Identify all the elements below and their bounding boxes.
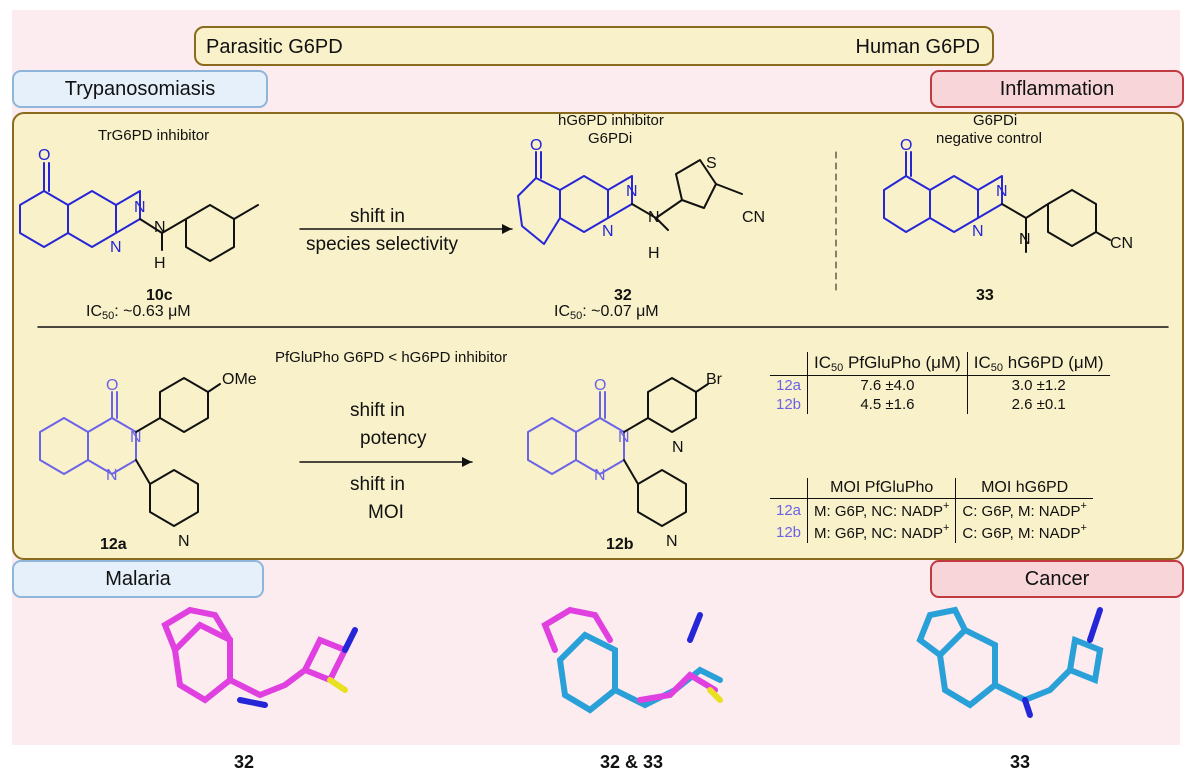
atom-cn-32: CN [742, 209, 765, 226]
atom-n-33: N [1019, 231, 1031, 248]
pf-moi: M: G6P, NC: NADP+ [807, 521, 956, 543]
h-moi: C: G6P, M: NADP+ [955, 521, 1093, 543]
g6pd-header-banner: Parasitic G6PD Human G6PD [194, 26, 994, 66]
h-moi: C: G6P, M: NADP+ [955, 498, 1093, 521]
row-id: 12b [776, 523, 802, 541]
inflammation-tag: Inflammation [930, 70, 1184, 108]
stick-model-32 [161, 606, 358, 708]
pf-value: 4.5 ±1.6 [807, 395, 968, 414]
atom-n2-33: N [972, 223, 984, 240]
malaria-tag: Malaria [12, 560, 264, 598]
structure-12a [39, 377, 221, 527]
atom-o-12b: O [594, 377, 606, 394]
ic50-table: IC50 PfGluPho (μM) IC50 hG6PD (μM) 12a 7… [770, 352, 1110, 414]
stick-label-32: 32 [234, 752, 255, 772]
atom-n1-33: N [996, 183, 1008, 200]
bottom-section-title: PfGluPho G6PD < hG6PD inhibitor [275, 349, 508, 366]
g6pdi-control-caption: G6PDi [973, 112, 1018, 129]
row-id: 12a [776, 377, 802, 394]
h-value: 3.0 ±1.2 [966, 375, 1110, 395]
atom-n2-10c: N [110, 239, 122, 256]
table-row: 12a 7.6 ±4.0 3.0 ±1.2 [770, 375, 1110, 395]
atom-nh-n-10c: N [154, 219, 166, 236]
row-id: 12b [776, 396, 802, 413]
compound-12a-label: 12a [100, 536, 127, 553]
pf-value: 7.6 ±4.0 [807, 375, 968, 395]
atom-n1-12b: N [594, 467, 606, 484]
arrow-label-species-selectivity: species selectivity [306, 234, 459, 255]
atom-nh-h-32: H [648, 245, 660, 262]
moi-header-hg6pd: MOI hG6PD [955, 478, 1093, 499]
compound-10c-label: 10c [146, 287, 173, 304]
pf-moi: M: G6P, NC: NADP+ [807, 498, 956, 521]
atom-n3-12a: N [130, 429, 142, 446]
arrow-label-moi: MOI [368, 502, 404, 523]
human-g6pd-label: Human G6PD [855, 36, 981, 58]
atom-ome-12a: OMe [222, 371, 257, 388]
atom-o-10c: O [38, 147, 50, 164]
atom-o-32: O [530, 137, 542, 154]
table-row: 12b M: G6P, NC: NADP+ C: G6P, M: NADP+ [770, 521, 1093, 543]
structure-33 [883, 151, 1111, 253]
stick-model-32-33 [541, 606, 723, 714]
atom-npy-12b: N [666, 533, 678, 550]
table-row: 12a M: G6P, NC: NADP+ C: G6P, M: NADP+ [770, 498, 1093, 521]
trg6pd-inhibitor-caption: TrG6PD inhibitor [98, 127, 210, 144]
atom-n3-12b: N [618, 429, 630, 446]
row-id: 12a [776, 501, 802, 519]
atom-s-32: S [706, 155, 717, 172]
atom-n2-32: N [602, 223, 614, 240]
stick-label-33: 33 [1010, 752, 1031, 772]
arrow-head-2 [462, 457, 472, 467]
ic50-header-pfglupho: IC50 PfGluPho (μM) [807, 352, 968, 376]
moi-table: MOI PfGluPho MOI hG6PD 12a M: G6P, NC: N… [770, 478, 1093, 543]
atom-o-12a: O [106, 377, 118, 394]
atom-nh-n-32: N [648, 209, 660, 226]
atom-n1-32: N [626, 183, 638, 200]
trypanosomiasis-tag: Trypanosomiasis [12, 70, 268, 108]
ic50-header-hg6pd: IC50 hG6PD (μM) [966, 352, 1110, 376]
g6pdi-caption: G6PDi [588, 130, 633, 147]
hg6pd-inhibitor-caption: hG6PD inhibitor [558, 112, 664, 129]
structure-10c [19, 162, 259, 262]
cancer-tag: Cancer [930, 560, 1184, 598]
atom-cn-33: CN [1110, 235, 1133, 252]
arrow-head-1 [502, 224, 512, 234]
atom-npy-12a: N [178, 533, 190, 550]
arrow-label-potency: potency [360, 428, 427, 449]
arrow-label-shift-in: shift in [350, 206, 405, 227]
negative-control-caption: negative control [936, 130, 1042, 147]
compound-32-ic50: IC50: ~0.07 μM [554, 303, 659, 322]
atom-o-33: O [900, 137, 912, 154]
structure-12b [527, 377, 709, 527]
structure-32 [517, 151, 743, 245]
atom-br-12b: Br [706, 371, 723, 388]
stick-model-33 [916, 606, 1104, 718]
table-row: 12b 4.5 ±1.6 2.6 ±0.1 [770, 395, 1110, 414]
parasitic-g6pd-label: Parasitic G6PD [206, 36, 343, 58]
arrow-label-shift-in-potency-1: shift in [350, 400, 405, 421]
compound-12b-label: 12b [606, 536, 634, 553]
compound-32-label: 32 [614, 287, 632, 304]
atom-npyr-12b: N [672, 439, 684, 456]
h-value: 2.6 ±0.1 [966, 395, 1110, 414]
compound-33-label: 33 [976, 287, 994, 304]
atom-n1-10c: N [134, 199, 146, 216]
moi-header-pfglupho: MOI PfGluPho [807, 478, 956, 499]
atom-n1-12a: N [106, 467, 118, 484]
stick-label-32-33: 32 & 33 [600, 752, 664, 772]
compound-10c-ic50: IC50: ~0.63 μM [86, 303, 191, 322]
arrow-label-shift-in-moi: shift in [350, 474, 405, 495]
atom-nh-h-10c: H [154, 255, 166, 272]
